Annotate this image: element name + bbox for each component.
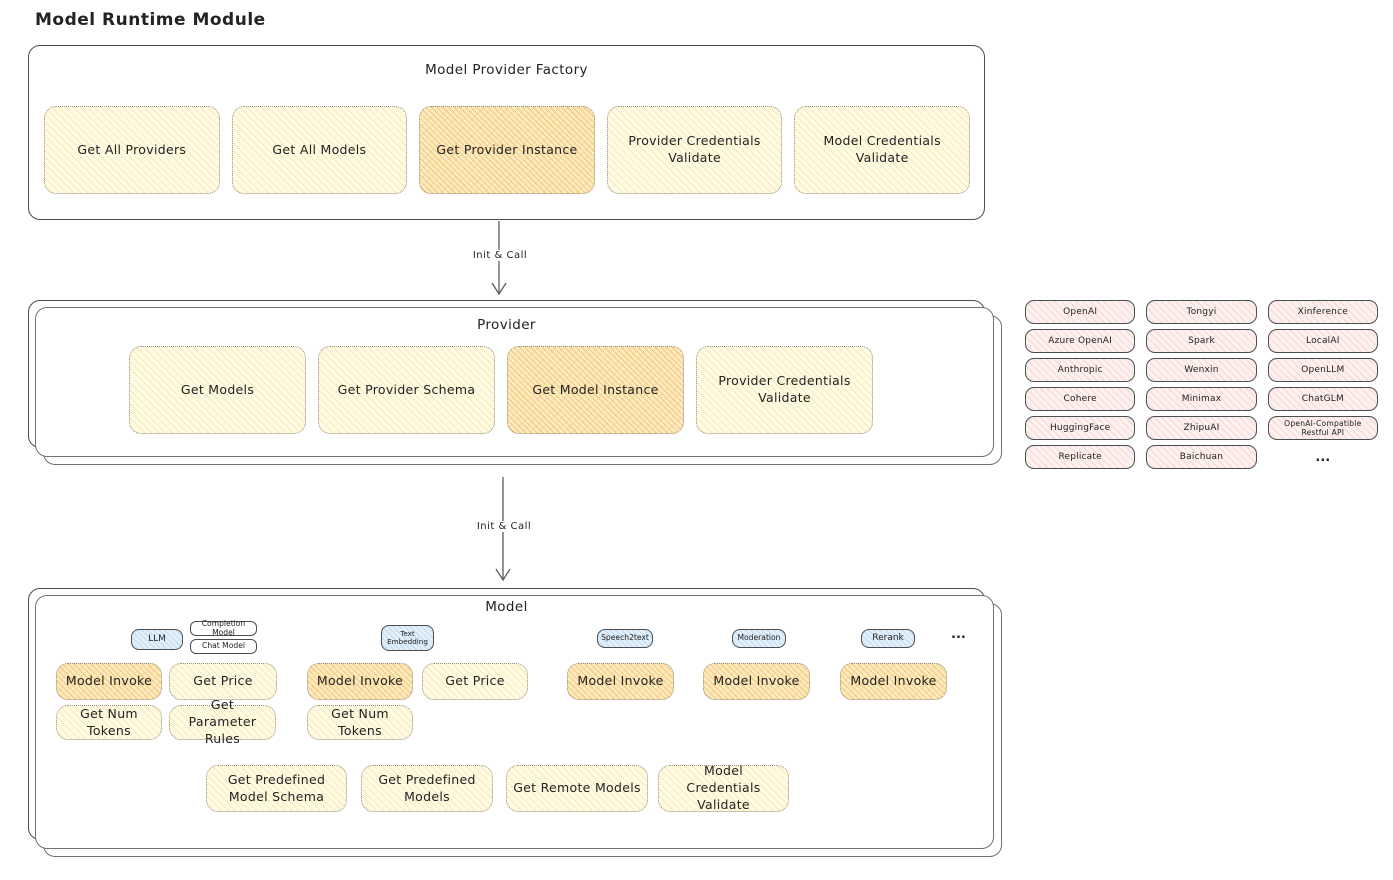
arrow2-label: Init & Call: [466, 521, 542, 532]
factory-button-row: Get All Providers Get All Models Get Pro…: [44, 106, 970, 194]
node-provider-credentials-validate-2: Provider Credentials Validate: [696, 346, 873, 434]
provider-list: OpenAI Tongyi Xinference Azure OpenAI Sp…: [1025, 300, 1378, 469]
node-rerank-model-invoke: Model Invoke: [840, 663, 947, 700]
node-llm-get-num-tokens: Get Num Tokens: [56, 705, 162, 740]
node-get-model-instance: Get Model Instance: [507, 346, 684, 434]
node-get-provider-schema: Get Provider Schema: [318, 346, 495, 434]
node-embedding-get-price: Get Price: [422, 663, 528, 700]
provider-card-azure-openai: Azure OpenAI: [1025, 329, 1136, 353]
provider-card-openai: OpenAI: [1025, 300, 1136, 324]
provider-box-title: Provider: [477, 317, 536, 333]
node-llm-get-price: Get Price: [169, 663, 277, 700]
provider-box: Provider Get Models Get Provider Schema …: [28, 300, 985, 448]
node-get-remote-models: Get Remote Models: [506, 765, 648, 812]
model-box-title: Model: [485, 599, 528, 615]
provider-card-openllm: OpenLLM: [1267, 358, 1378, 382]
tag-speech2text: Speech2text: [597, 629, 653, 648]
arrow1-label: Init & Call: [462, 250, 538, 261]
node-get-all-providers: Get All Providers: [44, 106, 220, 194]
tag-rerank: Rerank: [861, 629, 915, 648]
provider-button-row: Get Models Get Provider Schema Get Model…: [129, 346, 873, 434]
node-get-models: Get Models: [129, 346, 306, 434]
model-tags-ellipsis: ...: [951, 627, 966, 642]
node-get-predefined-models: Get Predefined Models: [361, 765, 493, 812]
tag-moderation: Moderation: [732, 629, 786, 648]
node-embedding-get-num-tokens: Get Num Tokens: [307, 705, 413, 740]
provider-card-openai-compatible: OpenAI-Compatible Restful API: [1267, 416, 1378, 440]
provider-card-tongyi: Tongyi: [1146, 300, 1257, 324]
node-embedding-model-invoke: Model Invoke: [307, 663, 413, 700]
provider-card-cohere: Cohere: [1025, 387, 1136, 411]
node-speech2text-model-invoke: Model Invoke: [567, 663, 674, 700]
node-get-provider-instance: Get Provider Instance: [419, 106, 595, 194]
provider-card-xinference: Xinference: [1267, 300, 1378, 324]
tag-chat-model: Chat Model: [190, 639, 257, 654]
provider-card-wenxin: Wenxin: [1146, 358, 1257, 382]
provider-card-zhipuai: ZhipuAI: [1146, 416, 1257, 440]
provider-card-replicate: Replicate: [1025, 445, 1136, 469]
tag-llm: LLM: [131, 629, 183, 650]
node-moderation-model-invoke: Model Invoke: [703, 663, 810, 700]
provider-list-ellipsis: ...: [1315, 449, 1331, 465]
model-box: Model LLM Completion Model Chat Model Te…: [28, 588, 985, 840]
node-model-credentials-validate-2: Model Credentials Validate: [658, 763, 789, 812]
factory-box: Model Provider Factory Get All Providers…: [28, 45, 985, 220]
node-get-predefined-model-schema: Get Predefined Model Schema: [206, 765, 347, 812]
provider-card-huggingface: HuggingFace: [1025, 416, 1136, 440]
node-get-all-models: Get All Models: [231, 106, 408, 194]
node-llm-model-invoke: Model Invoke: [56, 663, 162, 700]
provider-card-baichuan: Baichuan: [1146, 445, 1257, 469]
node-model-credentials-validate: Model Credentials Validate: [794, 106, 970, 194]
diagram-title: Model Runtime Module: [35, 10, 266, 30]
provider-card-localai: LocalAI: [1267, 329, 1378, 353]
node-llm-get-parameter-rules: Get Parameter Rules: [169, 697, 276, 746]
provider-card-spark: Spark: [1146, 329, 1257, 353]
provider-card-chatglm: ChatGLM: [1267, 387, 1378, 411]
node-provider-credentials-validate: Provider Credentials Validate: [606, 106, 783, 194]
provider-card-anthropic: Anthropic: [1025, 358, 1136, 382]
factory-box-title: Model Provider Factory: [425, 62, 588, 78]
tag-text-embedding: Text Embedding: [381, 625, 434, 651]
tag-completion-model: Completion Model: [190, 619, 257, 636]
provider-card-minimax: Minimax: [1146, 387, 1257, 411]
